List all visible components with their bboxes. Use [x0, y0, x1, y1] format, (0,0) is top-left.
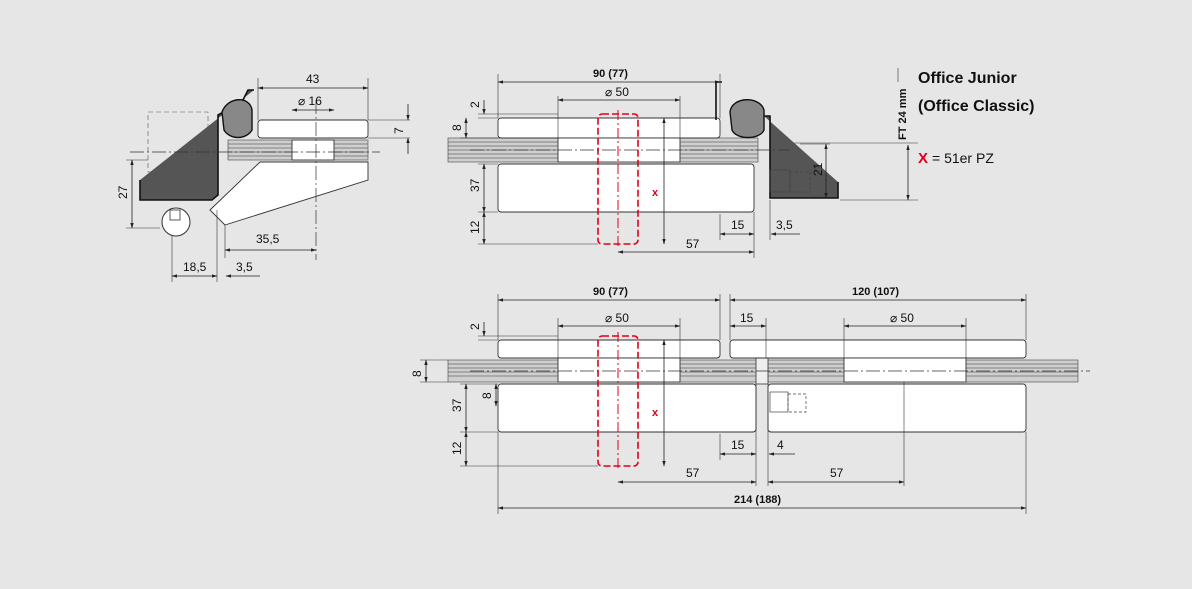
legend: Office Junior (Office Classic) FT 24 mm …	[770, 68, 1034, 201]
bottom-dim-90-77: 90 (77)	[593, 286, 628, 298]
top-dim-57: 57	[686, 237, 700, 251]
bottom-dim-15-bottom: 15	[731, 438, 745, 452]
top-dim-2: 2	[468, 101, 482, 108]
bottom-right-upper-plate	[729, 339, 1027, 359]
side-pivot	[161, 207, 191, 237]
top-dim-12: 12	[468, 220, 482, 234]
bottom-dim-37: 37	[450, 398, 464, 412]
top-dim-15: 15	[731, 218, 745, 232]
top-dim-37: 37	[468, 178, 482, 192]
side-dim-7: 7	[392, 127, 406, 134]
bottom-left-upper-plate	[497, 339, 721, 359]
side-seal	[221, 99, 253, 139]
top-dim-90-77: 90 (77)	[593, 68, 628, 80]
bottom-dim-15-top: 15	[740, 311, 754, 325]
top-seal	[729, 99, 765, 139]
bottom-dim-8-inner: 8	[480, 392, 494, 399]
side-dim-43: 43	[306, 72, 320, 86]
top-dim-dia50: ⌀ 50	[605, 85, 629, 99]
bottom-dim-8-outer: 8	[410, 370, 424, 377]
bottom-dim-4: 4	[777, 438, 784, 452]
bottom-right-lower-plate	[767, 383, 1027, 433]
legend-subtitle: (Office Classic)	[918, 98, 1034, 115]
bottom-dim-dia50-left: ⌀ 50	[605, 311, 629, 325]
top-dim-21: 21	[811, 162, 825, 176]
side-lever	[209, 161, 369, 226]
bottom-right-pin-block	[843, 357, 967, 383]
top-dim-3-5: 3,5	[776, 218, 793, 232]
bottom-left-pin-block	[557, 357, 681, 383]
bottom-view: 90 (77) 120 (107) ⌀ 50 ⌀ 50 15 2 8 8 37 …	[410, 286, 1090, 514]
side-top-plate	[257, 119, 369, 139]
side-screw	[169, 209, 181, 221]
side-view: 43 ⌀ 16 7 27 35,5 18,5 3,5	[116, 72, 410, 282]
side-dim-27: 27	[116, 185, 130, 199]
bottom-dim-12: 12	[450, 441, 464, 455]
side-dim-dia16: ⌀ 16	[298, 94, 322, 108]
bottom-dim-x: x	[652, 407, 659, 419]
side-dim-3-5: 3,5	[236, 260, 253, 274]
top-dim-x: x	[652, 187, 659, 199]
side-profile	[139, 89, 254, 201]
bottom-dim-120-107: 120 (107)	[852, 286, 899, 298]
bottom-dim-57-right: 57	[830, 466, 844, 480]
bottom-dim-214-188: 214 (188)	[734, 494, 781, 506]
top-lower-plate	[497, 163, 755, 213]
side-dim-35-5: 35,5	[256, 232, 280, 246]
top-view: 90 (77) ⌀ 50 2 8 37 12 x 21 15 3,5 5	[447, 68, 839, 258]
side-hidden-outline	[147, 111, 209, 173]
top-dim-8: 8	[450, 124, 464, 131]
top-frame-profile	[764, 115, 839, 199]
bottom-dim-2: 2	[468, 323, 482, 330]
side-pin	[291, 139, 335, 161]
legend-x-text: = 51er PZ	[932, 150, 994, 166]
legend-title: Office Junior	[918, 70, 1017, 87]
ft-label: FT 24 mm	[897, 88, 909, 140]
bottom-dim-dia50-right: ⌀ 50	[890, 311, 914, 325]
bottom-left-lower-plate	[497, 383, 757, 433]
bottom-dim-57-left: 57	[686, 466, 700, 480]
legend-x-symbol: X	[918, 150, 928, 167]
top-upper-plate	[497, 117, 721, 139]
side-dim-18-5: 18,5	[183, 260, 207, 274]
